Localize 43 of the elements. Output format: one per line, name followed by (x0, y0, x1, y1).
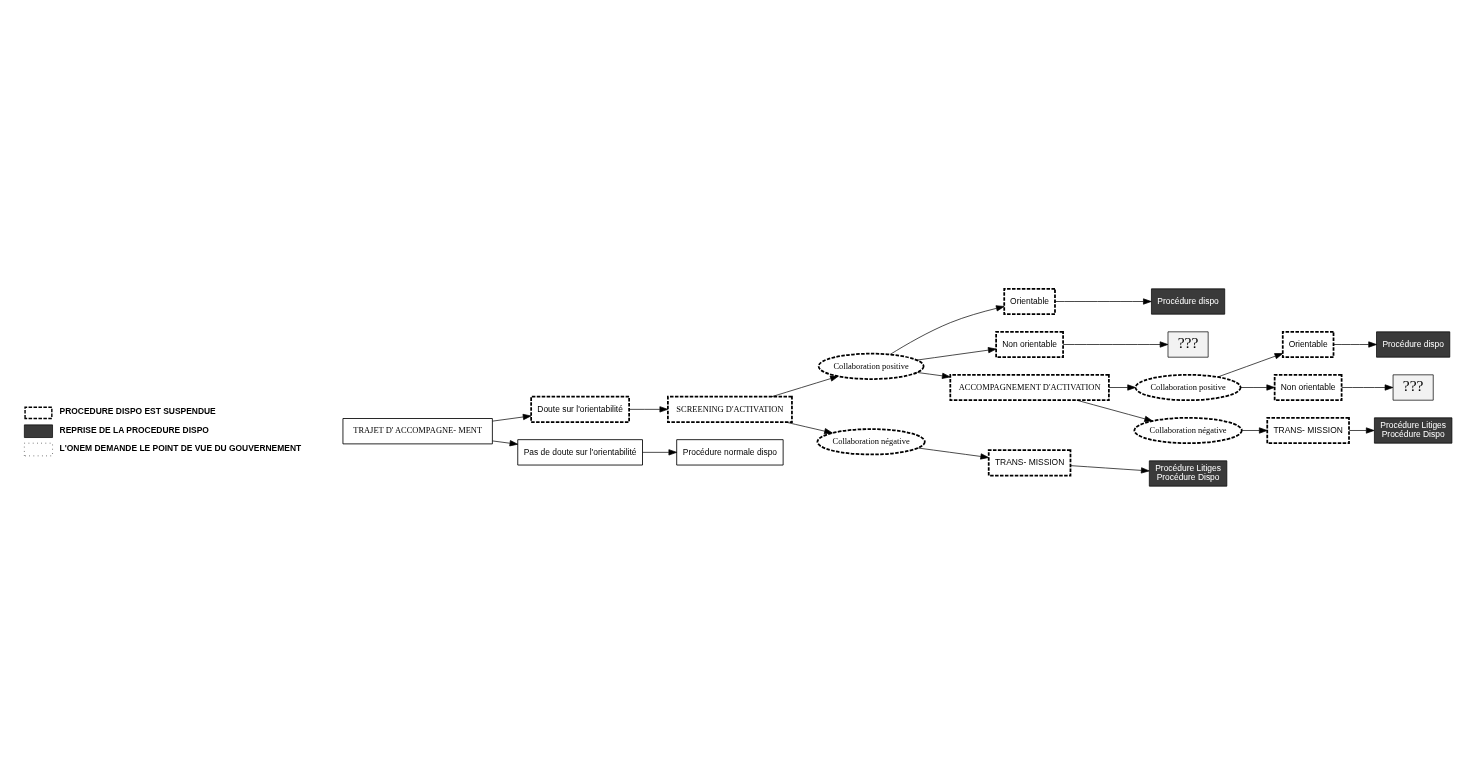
arrow (1341, 383, 1394, 391)
arrow (1348, 426, 1375, 434)
arrow (1240, 383, 1275, 391)
arrow (1241, 426, 1268, 434)
arrow (916, 346, 997, 360)
node-box: ??? (1167, 330, 1209, 358)
arrow (492, 439, 519, 446)
node-box: Procédure Litiges Procédure Dispo (1374, 416, 1453, 444)
node-box: Orientable (1003, 287, 1056, 315)
node-box: TRAJET D' ACCOMPAGNE- MENT (342, 417, 493, 444)
legend-label: L'ONEM DEMANDE LE POINT DE VUE DU GOUVERNEMENT (59, 442, 302, 453)
node-box: Non orientable (1273, 373, 1343, 401)
arrow (785, 421, 833, 434)
node-box: Non orientable (995, 330, 1064, 358)
node-ellipse: Collaboration positive (1134, 373, 1242, 401)
arrow (916, 371, 951, 379)
arrow (492, 413, 532, 421)
node-box: ACCOMPAGNEMENT D'ACTIVATION (949, 373, 1110, 401)
node-box: TRANS- MISSION (987, 448, 1072, 476)
arrow (1062, 340, 1169, 348)
arrow (1076, 399, 1153, 422)
node-box: Procédure dispo (1151, 287, 1226, 315)
legend-label: REPRISE DE LA PROCEDURE DISPO (59, 424, 209, 435)
arrow (1108, 383, 1136, 391)
node-box: SCREENING D'ACTIVATION (667, 395, 793, 423)
node-box: Doute sur l'orientabilité (530, 395, 630, 423)
node-box: Procédure Litiges Procédure Dispo (1148, 459, 1228, 487)
arrow (1054, 297, 1152, 305)
arrow (771, 375, 839, 397)
node-box: TRANS- MISSION (1266, 416, 1350, 444)
arrow (889, 304, 1005, 355)
arrow (1217, 352, 1284, 377)
node-box: Orientable (1281, 330, 1335, 358)
node-box: Procédure dispo (1376, 330, 1451, 358)
arrow (917, 447, 989, 459)
arrow (642, 448, 677, 455)
legend-label: PROCEDURE DISPO EST SUSPENDUE (59, 405, 216, 416)
arrow (1070, 464, 1150, 473)
arrow (1333, 340, 1377, 348)
arrow (628, 405, 668, 412)
node-box: Procédure normale dispo (676, 438, 784, 465)
node-box: ??? (1392, 373, 1434, 401)
node-box: Pas de doute sur l'orientabilité (517, 438, 643, 465)
